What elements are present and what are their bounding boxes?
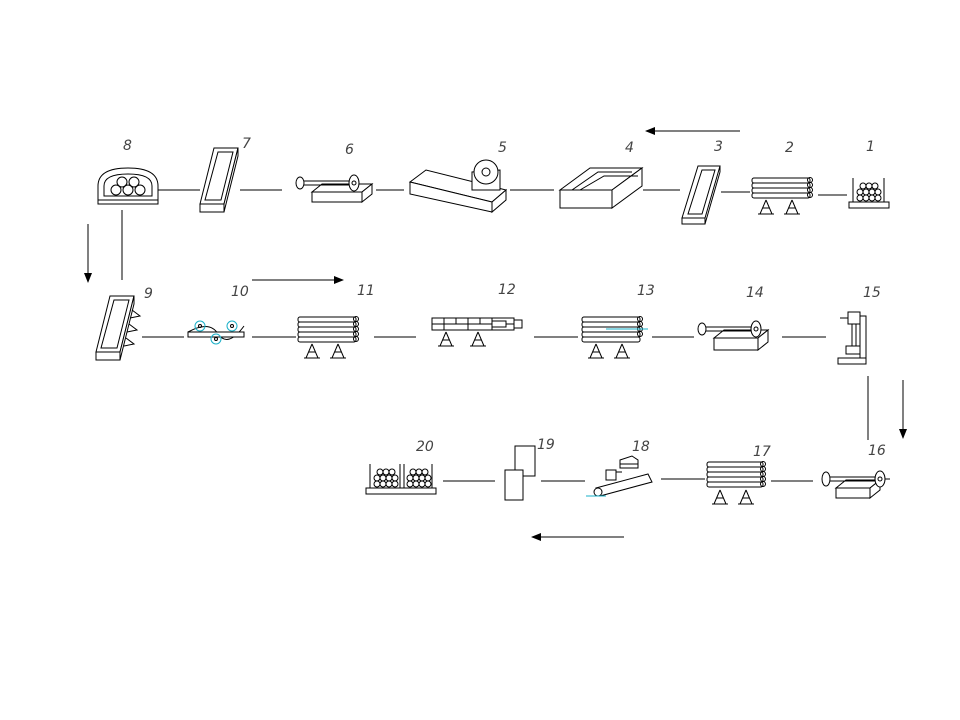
station-12-machine-table <box>431 317 523 347</box>
station-5-roller-bed <box>408 159 508 214</box>
label-station-6: 6 <box>345 142 354 158</box>
label-station-7: 7 <box>242 136 251 152</box>
label-station-15: 15 <box>863 285 881 301</box>
label-station-13: 13 <box>637 283 655 299</box>
station-19-inspection-panels <box>504 445 536 501</box>
label-station-4: 4 <box>625 140 634 156</box>
label-station-17: 17 <box>753 444 771 460</box>
label-station-10: 10 <box>231 284 249 300</box>
station-2-bar-stack <box>751 177 813 215</box>
station-8-furnace <box>97 167 159 205</box>
connectors-row2 <box>142 336 869 440</box>
label-station-18: 18 <box>632 439 650 455</box>
station-16-spindle-unit <box>821 470 890 500</box>
label-station-5: 5 <box>498 140 507 156</box>
label-station-8: 8 <box>123 138 132 154</box>
station-9-toothed-trough <box>95 295 142 361</box>
label-station-9: 9 <box>144 286 153 302</box>
station-7-trough <box>199 147 239 213</box>
label-station-3: 3 <box>714 139 723 155</box>
label-station-2: 2 <box>785 140 794 156</box>
station-labels: 1 2 3 4 5 6 7 8 9 10 11 12 13 14 15 16 1… <box>123 136 886 460</box>
station-13-bar-stack <box>581 316 648 359</box>
label-station-16: 16 <box>868 443 886 459</box>
station-20-storage-racks <box>365 464 437 495</box>
station-10-straightener <box>187 320 245 345</box>
connectors-row1 <box>121 189 847 280</box>
label-station-19: 19 <box>537 437 555 453</box>
station-11-bar-stack <box>297 316 359 359</box>
label-station-11: 11 <box>357 283 375 299</box>
station-1-bar-rack <box>848 178 890 209</box>
station-17-bar-stack <box>706 461 766 505</box>
label-station-1: 1 <box>866 139 875 155</box>
station-6-spindle-unit <box>295 174 374 204</box>
label-station-20: 20 <box>416 439 434 455</box>
station-15-vertical-press <box>837 311 867 365</box>
label-station-12: 12 <box>498 282 516 298</box>
label-station-14: 14 <box>746 285 764 301</box>
station-14-spindle-unit <box>697 320 770 352</box>
station-4-long-bed <box>558 167 644 209</box>
station-3-trough <box>681 165 721 225</box>
connectors-row3 <box>443 478 813 482</box>
station-18-cutting-unit <box>586 455 653 497</box>
